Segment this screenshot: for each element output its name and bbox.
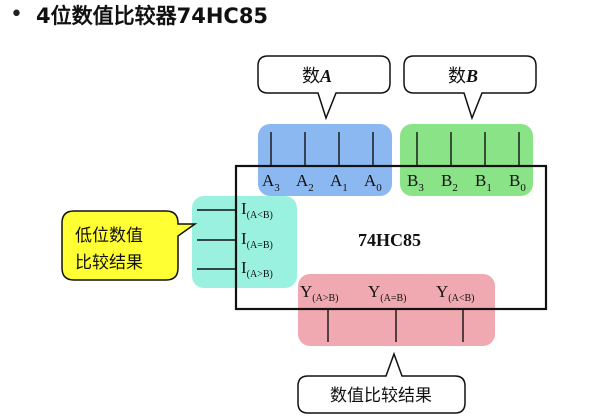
- callout-low-bits-line1: 低位数值: [75, 226, 143, 246]
- i-input-lines: [197, 209, 236, 270]
- output-label-gt: Y(A>B): [300, 282, 338, 304]
- callout-result: 数值比较结果: [297, 351, 466, 414]
- pin-label-a1: A1: [330, 171, 348, 194]
- callout-result-label: 数值比较结果: [330, 386, 432, 406]
- highlight-b-pins: [400, 124, 533, 196]
- callout-a-label: 数A: [302, 66, 332, 87]
- callout-a: 数A: [257, 55, 391, 121]
- callout-low-bits: 低位数值 比较结果: [61, 210, 198, 281]
- page-title: 4位数值比较器74HC85: [36, 4, 269, 28]
- pin-label-b1: B1: [475, 171, 492, 194]
- chip-label: 74HC85: [358, 230, 421, 250]
- callout-low-bits-line2: 比较结果: [75, 253, 143, 273]
- callout-b: 数B: [403, 55, 537, 121]
- b-pin-lines: [416, 132, 520, 166]
- pin-label-b0: B0: [509, 171, 526, 194]
- input-label-eq: I(A=B): [241, 229, 273, 251]
- input-label-lt: I(A<B): [241, 199, 273, 221]
- output-label-lt: Y(A<B): [436, 282, 474, 304]
- pin-label-a2: A2: [296, 171, 314, 194]
- callout-b-label: 数B: [448, 66, 478, 87]
- pin-label-a0: A0: [364, 171, 382, 194]
- pin-label-a3: A3: [262, 171, 280, 194]
- a-pin-lines: [270, 132, 374, 166]
- pin-label-b2: B2: [441, 171, 458, 194]
- b-pin-labels: B3 B2 B1 B0: [407, 171, 526, 194]
- i-input-labels: I(A<B) I(A=B) I(A>B): [241, 199, 273, 280]
- chip-body: [234, 164, 548, 311]
- y-output-lines: [327, 309, 464, 342]
- input-label-gt: I(A>B): [241, 258, 273, 280]
- highlight-i-inputs: [192, 196, 297, 288]
- output-label-eq: Y(A=B): [368, 282, 406, 304]
- pin-label-b3: B3: [407, 171, 424, 194]
- highlight-a-pins: [258, 124, 392, 196]
- y-output-labels: Y(A>B) Y(A=B) Y(A<B): [300, 282, 474, 304]
- bullet-dot: •: [10, 2, 23, 27]
- a-pin-labels: A3 A2 A1 A0: [262, 171, 382, 194]
